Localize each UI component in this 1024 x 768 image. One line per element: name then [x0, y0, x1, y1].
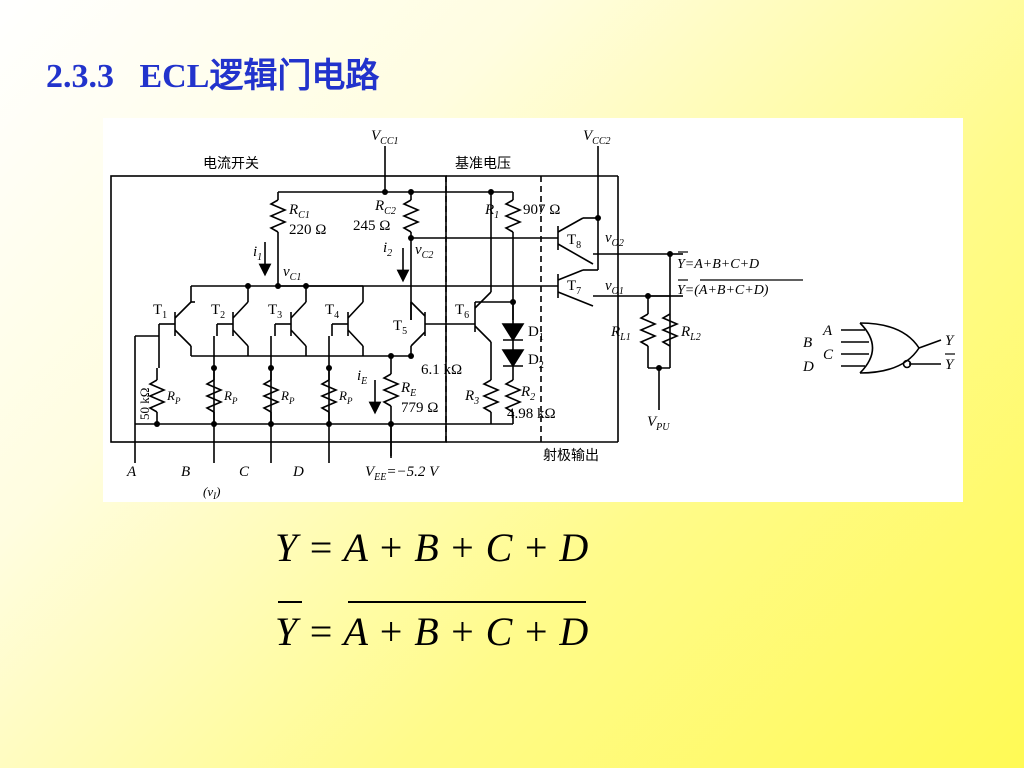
emitter-output-label: 射极输出	[543, 448, 599, 464]
ecl-circuit-diagram: VCC1 VCC2 电流开关 基准电压 射极输出 RC1 220 Ω RC2 2…	[103, 118, 963, 502]
d2-label: D2	[528, 352, 544, 371]
input-d-label: D	[292, 464, 304, 480]
vo2-label: vO2	[605, 230, 624, 249]
vi-label: (vI)	[203, 484, 220, 501]
equation-nor-lhs: Y	[275, 609, 298, 654]
equation-or: Y = A + B + C + D	[275, 525, 589, 570]
rc1-label: RC1	[288, 202, 310, 221]
rl1-label: RL1	[610, 324, 631, 343]
rp2-label: RP	[223, 388, 238, 406]
reference-voltage-label: 基准电压	[455, 155, 511, 172]
gate-input-b: B	[803, 335, 812, 351]
vo1-label: vO1	[605, 278, 624, 297]
vc1-label: vC1	[283, 264, 301, 283]
gate-input-d: D	[802, 359, 814, 375]
r2-value: 4.98 kΩ	[507, 406, 556, 422]
vee-label: VEE=−5.2 V	[365, 464, 440, 483]
transistor-t1-symbol	[159, 301, 192, 347]
t3-label: T3	[268, 302, 282, 321]
rp3-label: RP	[280, 388, 295, 406]
r3-label: R3	[464, 388, 479, 407]
ybar-overline	[278, 601, 302, 603]
gate-input-c: C	[823, 347, 834, 363]
rl2-label: RL2	[680, 324, 701, 343]
r1-label: R1	[484, 202, 499, 221]
rc2-value: 245 Ω	[353, 218, 390, 234]
t2-label: T2	[211, 302, 225, 321]
d1-label: D1	[528, 324, 544, 343]
t5-label: T5	[393, 318, 407, 337]
t1-label: T1	[153, 302, 167, 321]
t8-label: T8	[567, 232, 581, 251]
r1-value: 907 Ω	[523, 202, 560, 218]
input-a-label: A	[126, 464, 137, 480]
vcc2-label: VCC2	[583, 128, 611, 147]
rc2-label: RC2	[374, 198, 396, 217]
vpu-label: VPU	[647, 414, 670, 433]
output-ybar-equation: Y=(A+B+C+D)	[677, 283, 769, 298]
equation-nor: Y = A + B + C + D	[275, 608, 588, 655]
equation-nor-rhs: = A + B + C + D	[297, 609, 589, 654]
rp4-label: RP	[338, 388, 353, 406]
current-switch-label: 电流开关	[203, 156, 259, 172]
i2-label: i2	[383, 240, 392, 259]
t7-label: T7	[567, 278, 581, 297]
gate-input-a: A	[822, 323, 833, 339]
gate-output-y: Y	[945, 333, 955, 349]
input-c-label: C	[239, 464, 250, 480]
ie-label: iE	[357, 368, 367, 387]
re-value: 779 Ω	[401, 400, 438, 416]
re-label: RE	[400, 380, 416, 399]
slide-title: 2.3.3 ECL逻辑门电路	[46, 58, 380, 95]
r50k-value: 50 kΩ	[137, 388, 152, 420]
vcc1-label: VCC1	[371, 128, 399, 147]
rp1-label: RP	[166, 388, 181, 406]
expression-overline	[348, 601, 586, 603]
output-y-equation: Y=A+B+C+D	[677, 257, 759, 272]
input-b-label: B	[181, 464, 190, 480]
rc1-value: 220 Ω	[289, 222, 326, 238]
r61k-value: 6.1 kΩ	[421, 362, 462, 378]
vc2-label: vC2	[415, 242, 433, 261]
i1-label: i1	[253, 244, 262, 263]
r2-label: R2	[520, 384, 535, 403]
t4-label: T4	[325, 302, 339, 321]
or-nor-gate-symbol	[841, 322, 942, 374]
gate-output-ybar: Y	[945, 357, 955, 373]
t6-label: T6	[455, 302, 469, 321]
